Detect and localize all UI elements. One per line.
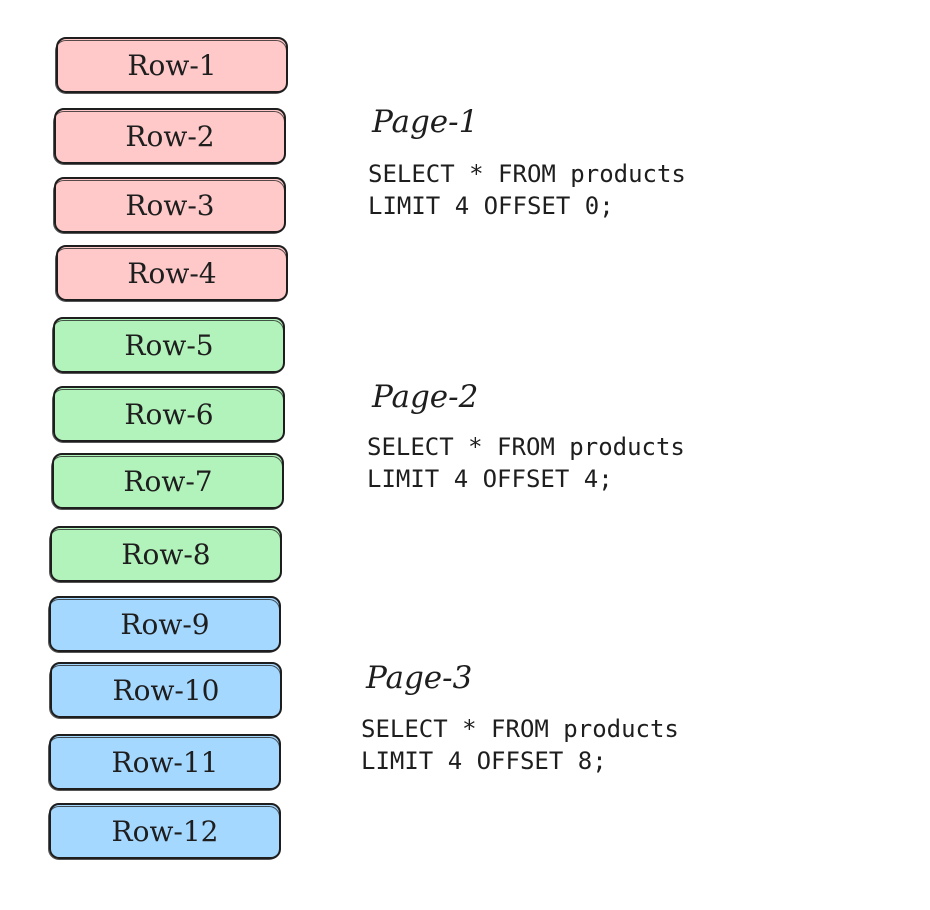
page-2-sql-line-1: SELECT * FROM products: [367, 433, 685, 461]
row-box-3: Row-3: [53, 177, 286, 234]
page-1-title: Page-1: [372, 104, 479, 140]
row-box-9: Row-9: [48, 596, 281, 653]
row-label: Row-3: [125, 188, 215, 222]
row-box-11: Row-11: [48, 734, 281, 791]
row-label: Row-12: [111, 814, 219, 848]
row-label: Row-7: [123, 464, 213, 498]
row-label: Row-8: [121, 537, 211, 571]
row-box-5: Row-5: [52, 317, 285, 374]
row-box-10: Row-10: [49, 662, 282, 719]
row-box-1: Row-1: [55, 37, 288, 94]
page-3-title: Page-3: [366, 660, 473, 696]
page-3-sql-line-2: LIMIT 4 OFFSET 8;: [361, 747, 607, 775]
page-2-title: Page-2: [372, 379, 479, 415]
row-label: Row-6: [124, 397, 214, 431]
row-box-2: Row-2: [53, 108, 286, 165]
row-box-4: Row-4: [55, 245, 288, 302]
row-box-8: Row-8: [49, 526, 282, 583]
row-box-7: Row-7: [51, 453, 284, 510]
row-label: Row-2: [125, 119, 215, 153]
page-1-sql-line-2: LIMIT 4 OFFSET 0;: [368, 192, 614, 220]
row-label: Row-1: [127, 48, 217, 82]
page-2-sql-line-2: LIMIT 4 OFFSET 4;: [367, 465, 613, 493]
row-label: Row-9: [120, 607, 210, 641]
row-label: Row-5: [124, 328, 214, 362]
row-label: Row-11: [111, 745, 219, 779]
page-1-sql-line-1: SELECT * FROM products: [368, 160, 686, 188]
row-box-6: Row-6: [52, 386, 285, 443]
row-box-12: Row-12: [48, 803, 281, 860]
row-label: Row-4: [127, 256, 217, 290]
page-3-sql-line-1: SELECT * FROM products: [361, 715, 679, 743]
row-label: Row-10: [112, 673, 220, 707]
